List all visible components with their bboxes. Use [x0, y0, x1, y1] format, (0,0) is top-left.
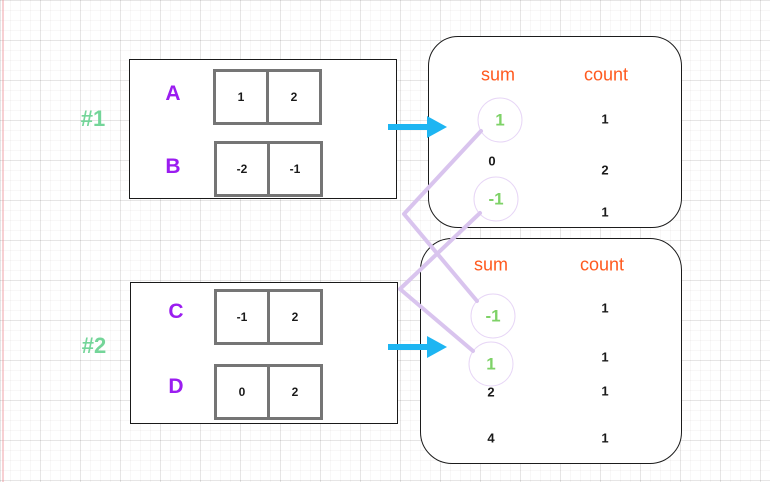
array-a-cells: 1 2 [213, 69, 322, 125]
group-2-row-3-sum: 4 [487, 430, 495, 446]
group-2-count-header: count [579, 254, 625, 275]
group-1-count-header: count [583, 64, 629, 85]
group-1-row-1-sum: 0 [488, 153, 496, 169]
array-d-cell-0: 0 [214, 364, 270, 420]
group-1-sum-header: sum [480, 64, 516, 85]
group-2-row-0-count: 1 [601, 300, 609, 316]
group-2-input-box: C -1 2 D 0 2 [130, 282, 398, 424]
group-2-sum-1-highlight: 1 [468, 341, 514, 387]
array-d-cells: 0 2 [214, 364, 323, 420]
array-b-cells: -2 -1 [214, 141, 323, 197]
group-1-row-1-count: 2 [601, 162, 609, 178]
array-c-cells: -1 2 [214, 289, 323, 345]
group-1-sum-1-highlight: 1 [477, 97, 523, 143]
group-1-input-box: A 1 2 B -2 -1 [129, 59, 397, 199]
group-2-result-box: sum count -1 1 1 1 2 1 4 1 [420, 238, 682, 464]
group-2-row-1-count: 1 [601, 349, 609, 365]
group-1-row-2-sum: -1 [488, 189, 504, 208]
array-b-cell-0: -2 [214, 141, 270, 197]
array-b-cell-1: -1 [267, 141, 323, 197]
group-1-row-0-sum: 1 [495, 110, 505, 129]
array-a-cell-1: 2 [266, 69, 322, 125]
array-c-name: C [168, 300, 184, 323]
group-1-sum-neg1-highlight: -1 [473, 176, 519, 222]
group-2-label: #2 [81, 333, 107, 358]
array-c-cell-0: -1 [214, 289, 270, 345]
group-2-row-2-sum: 2 [487, 384, 495, 400]
group-2-sum-header: sum [473, 254, 509, 275]
array-a-name: A [165, 82, 181, 105]
group-2-sum-neg1-highlight: -1 [470, 293, 516, 339]
array-b-name: B [165, 155, 181, 178]
group-1-row-0-count: 1 [601, 111, 609, 127]
array-c-cell-1: 2 [267, 289, 323, 345]
group-1-row-2-count: 1 [601, 204, 609, 220]
array-d-name: D [168, 375, 184, 398]
group-1-label: #1 [80, 106, 106, 131]
group-1-result-box: sum count 1 1 0 2 -1 1 [428, 36, 682, 228]
group-2-row-3-count: 1 [601, 430, 609, 446]
group-2-row-2-count: 1 [601, 383, 609, 399]
paper-margin-line [2, 0, 4, 482]
group-2-row-1-sum: 1 [486, 354, 496, 373]
array-d-cell-1: 2 [267, 364, 323, 420]
group-2-row-0-sum: -1 [485, 306, 501, 325]
array-a-cell-0: 1 [213, 69, 269, 125]
